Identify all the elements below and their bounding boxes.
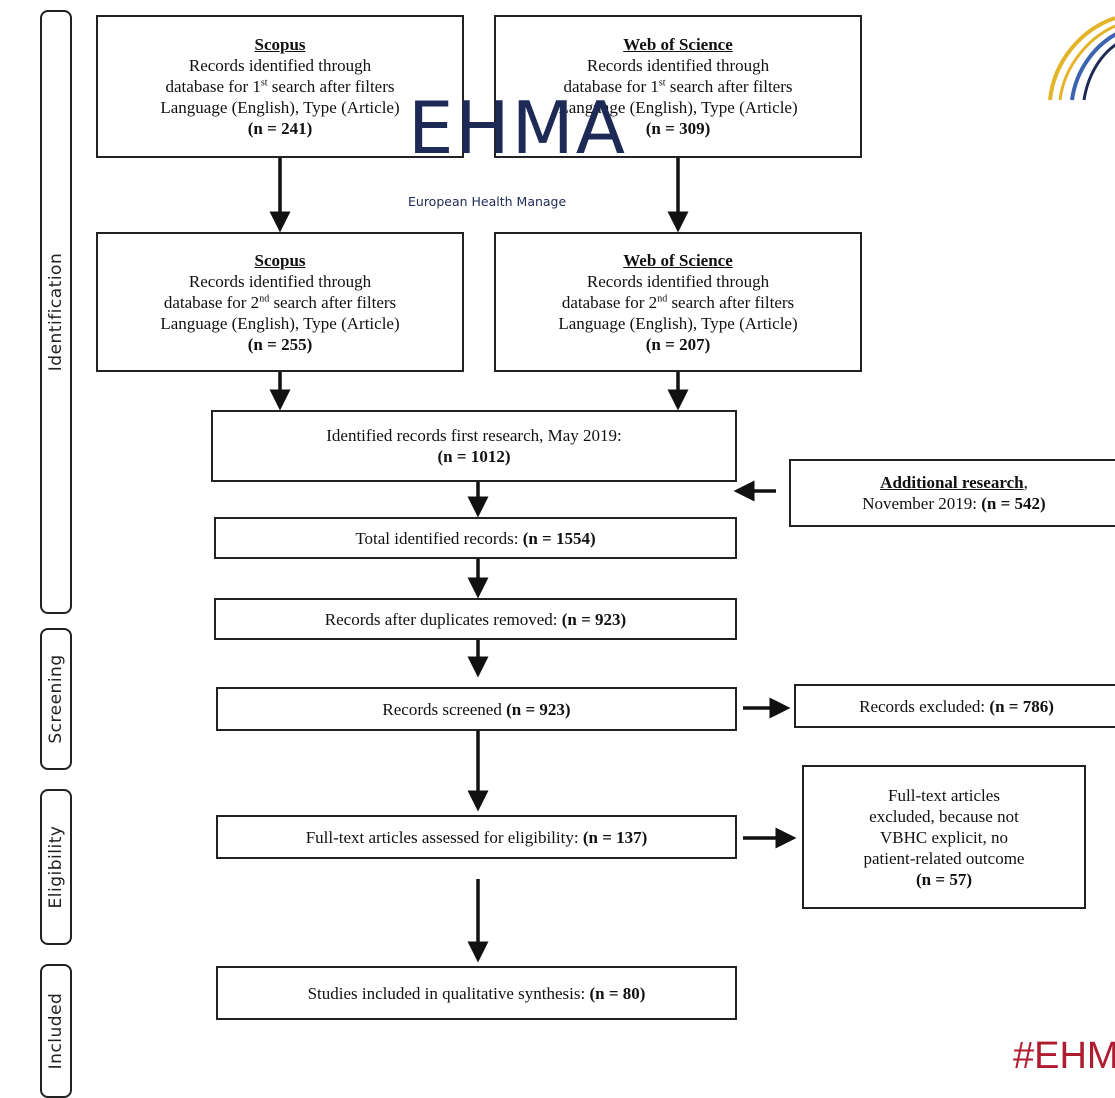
- count-scopus-1: (n = 241): [247, 119, 313, 138]
- text-line: database for 2nd search after filters: [561, 292, 795, 312]
- count-fulltext-excluded: (n = 57): [916, 869, 972, 889]
- count-fulltext: (n = 137): [582, 827, 648, 847]
- stage-eligibility: Eligibility: [40, 789, 72, 945]
- text-line: Full-text articles assessed for eligibil…: [305, 827, 579, 847]
- count-included: (n = 80): [589, 983, 646, 1003]
- text-line: Language (English), Type (Article): [558, 98, 798, 117]
- text-line: Records identified through: [188, 56, 372, 75]
- stage-screening: Screening: [40, 628, 72, 770]
- stage-included: Included: [40, 964, 72, 1098]
- text-line: VBHC explicit, no: [880, 827, 1008, 847]
- count-total: (n = 1554): [522, 528, 596, 548]
- text-line: database for 1st search after filters: [165, 77, 395, 96]
- count-screened: (n = 923): [506, 699, 571, 719]
- text-line: Records screened: [382, 699, 502, 719]
- count-wos-1: (n = 309): [645, 119, 711, 138]
- box-duplicates-removed: Records after duplicates removed: (n = 9…: [214, 598, 737, 640]
- ehma-logo-subtitle: European Health Manage: [408, 194, 567, 209]
- text-line: database for 1st search after filters: [563, 77, 793, 96]
- text-line: November 2019: (n = 542): [862, 494, 1046, 513]
- box-wos-search-2: Web of Science Records identified throug…: [494, 232, 862, 372]
- box-scopus-search-2: Scopus Records identified through databa…: [96, 232, 464, 372]
- box-fulltext-assessed: Full-text articles assessed for eligibil…: [216, 815, 737, 859]
- text-line: patient-related outcome: [863, 848, 1025, 868]
- count-duplicates: (n = 923): [561, 609, 627, 629]
- box-fulltext-excluded: Full-text articles excluded, because not…: [802, 765, 1086, 909]
- text-line: Records after duplicates removed:: [324, 609, 558, 629]
- stage-identification: Identification: [40, 10, 72, 614]
- hashtag-text: #EHM: [1013, 1035, 1115, 1077]
- text-line: Records identified through: [586, 56, 770, 75]
- count-excluded: (n = 786): [989, 696, 1054, 716]
- count-identified-first: (n = 1012): [437, 447, 511, 466]
- text-line: Records identified through: [188, 271, 372, 291]
- text-line: Full-text articles: [888, 785, 1000, 805]
- box-records-excluded: Records excluded: (n = 786): [794, 684, 1115, 728]
- text-line: Studies included in qualitative synthesi…: [307, 983, 586, 1003]
- count-additional: (n = 542): [981, 494, 1046, 513]
- box-total-identified: Total identified records: (n = 1554): [214, 517, 737, 559]
- text-line: database for 2nd search after filters: [163, 292, 397, 312]
- db-name-scopus-2: Scopus: [254, 250, 306, 270]
- ehma-logo-arcs: [1048, 16, 1115, 101]
- db-name-scopus-1: Scopus: [254, 35, 306, 54]
- text-line: Additional research,: [880, 473, 1028, 492]
- box-additional-research: Additional research, November 2019: (n =…: [789, 459, 1115, 527]
- text-line: Total identified records:: [355, 528, 519, 548]
- text-line: Identified records first research, May 2…: [326, 426, 622, 445]
- additional-title: Additional research: [880, 473, 1024, 492]
- db-name-wos-2: Web of Science: [623, 250, 733, 270]
- text-line: Language (English), Type (Article): [558, 313, 798, 333]
- text-line: Language (English), Type (Article): [160, 98, 400, 117]
- box-wos-search-1: Web of Science Records identified throug…: [494, 15, 862, 158]
- count-wos-2: (n = 207): [645, 334, 711, 354]
- text-line: excluded, because not: [869, 806, 1019, 826]
- box-studies-included: Studies included in qualitative synthesi…: [216, 966, 737, 1020]
- box-scopus-search-1: Scopus Records identified through databa…: [96, 15, 464, 158]
- text-line: Records identified through: [586, 271, 770, 291]
- box-records-screened: Records screened (n = 923): [216, 687, 737, 731]
- text-line: Language (English), Type (Article): [160, 313, 400, 333]
- box-identified-first-research: Identified records first research, May 2…: [211, 410, 737, 482]
- ehma-logo-text: EHMA: [408, 86, 628, 170]
- db-name-wos-1: Web of Science: [623, 35, 733, 54]
- text-line: Records excluded:: [859, 696, 986, 716]
- count-scopus-2: (n = 255): [247, 334, 313, 354]
